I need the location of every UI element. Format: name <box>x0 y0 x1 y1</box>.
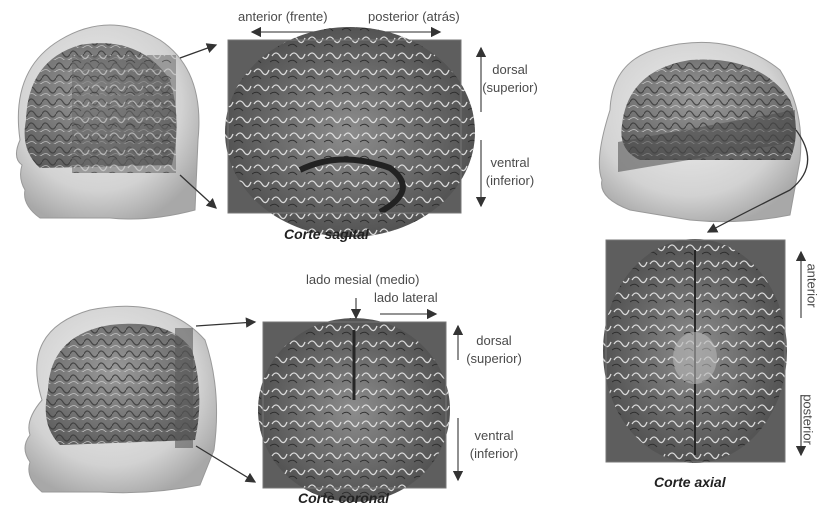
arrow-to-sagittal-top <box>180 45 216 58</box>
mri-sagittal-slice <box>225 27 475 237</box>
label-ventral-coronal: ventral <box>458 428 530 444</box>
title-coronal: Corte coronal <box>298 490 389 506</box>
label-superior-coronal: (superior) <box>458 351 530 367</box>
label-lateral: lado lateral <box>374 290 438 306</box>
title-axial: Corte axial <box>654 474 726 490</box>
label-inferior-sagittal: (inferior) <box>480 173 540 189</box>
label-anterior: anterior (frente) <box>238 9 328 25</box>
label-superior-sagittal: (superior) <box>480 80 540 96</box>
label-dorsal-coronal: dorsal <box>458 333 530 349</box>
title-sagittal: Corte sagital <box>284 226 369 242</box>
label-inferior-coronal: (inferior) <box>458 446 530 462</box>
mri-coronal-slice <box>258 318 450 502</box>
label-dorsal-sagittal: dorsal <box>480 62 540 78</box>
label-posterior-axial: posterior <box>801 390 816 450</box>
label-mesial: lado mesial (medio) <box>306 272 419 288</box>
head-model-axial <box>599 42 801 221</box>
mri-axial-slice <box>603 239 787 463</box>
label-ventral-sagittal: ventral <box>480 155 540 171</box>
arrow-to-coronal-top <box>196 322 255 326</box>
label-posterior: posterior (atrás) <box>368 9 460 25</box>
head-model-coronal <box>25 306 217 492</box>
label-anterior-axial: anterior <box>805 256 820 316</box>
head-model-sagittal <box>16 25 198 219</box>
